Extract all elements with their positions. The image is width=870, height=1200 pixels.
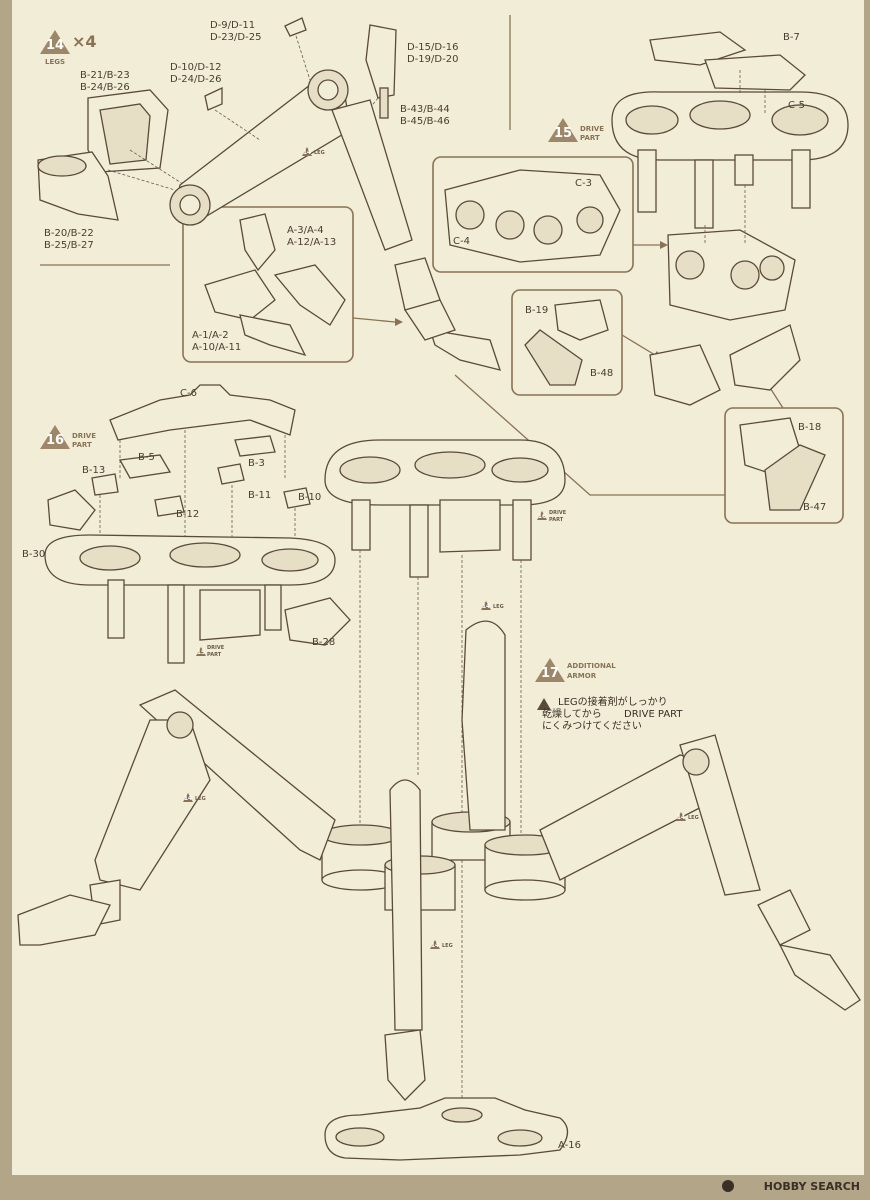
drive-tag-label-2: PART	[549, 517, 564, 523]
hobby-search-logo-icon	[722, 1180, 734, 1192]
part-label: A-16	[558, 1140, 581, 1151]
step-17-number: 17	[540, 666, 560, 681]
leg-tag-label: LEG	[195, 796, 206, 802]
part-label: C-6	[180, 388, 197, 399]
part-label: B-3	[248, 458, 265, 469]
step-14-number: 14	[45, 38, 65, 53]
step-14-badge	[40, 30, 70, 54]
leg-tag-label: LEG	[688, 815, 699, 821]
step-14-title: LEGS	[45, 58, 66, 66]
leg-tag-number: 14	[183, 795, 193, 802]
part-label: D-23/D-25	[210, 32, 262, 43]
drive-tag-label-2: PART	[207, 652, 222, 658]
part-label: B-12	[176, 509, 200, 520]
drive-tag-icon	[537, 511, 547, 520]
drive-tag-label: DRIVE	[207, 645, 225, 651]
drive-tag-number: 15	[196, 649, 206, 656]
part-label: D-9/D-11	[210, 20, 256, 31]
part-label: B-25/B-27	[44, 240, 94, 251]
part-label: A-10/A-11	[192, 342, 242, 353]
note-line-3: にくみつけてください	[542, 721, 642, 732]
step-17-title-2: ARMOR	[567, 672, 597, 680]
part-label: B-11	[248, 490, 272, 501]
step-17-badge	[535, 658, 565, 682]
leg-tag-icon	[481, 601, 491, 610]
instruction-sheet	[12, 0, 864, 1175]
leg-tag-number: 14	[676, 814, 686, 821]
note-line-2b: DRIVE PART	[624, 709, 683, 720]
part-label: B-19	[525, 305, 549, 316]
step-16-badge	[40, 425, 70, 449]
leg-tag-icon	[676, 812, 686, 821]
step-15-title-2: PART	[580, 134, 600, 142]
part-label: B-21/B-23	[80, 70, 130, 81]
leg-tag-label: LEG	[314, 150, 325, 156]
step-15-badge	[548, 118, 578, 142]
drive-tag-label: DRIVE	[549, 510, 567, 516]
step-16-title-2: PART	[72, 441, 92, 449]
step-17-title: ADDITIONAL	[567, 662, 616, 670]
part-label: B-43/B-44	[400, 104, 450, 115]
leg-tag-number: 14	[302, 149, 312, 156]
leg-tag-number: 14	[430, 942, 440, 949]
drive-tag-number: 16	[537, 513, 547, 520]
part-label: B-28	[312, 637, 336, 648]
part-label: D-19/D-20	[407, 54, 459, 65]
step-16-title: DRIVE	[72, 432, 97, 440]
watermark-brand: HOBBY SEARCH	[763, 1180, 860, 1193]
drive-tag-icon	[196, 647, 206, 656]
part-label: B-47	[803, 502, 827, 513]
part-label: A-1/A-2	[192, 330, 229, 341]
step-16-number: 16	[45, 433, 65, 448]
part-label: B-24/B-26	[80, 82, 130, 93]
part-label: B-10	[298, 492, 322, 503]
leg-tag-icon	[302, 147, 312, 156]
part-label: B-20/B-22	[44, 228, 94, 239]
note-line-1: LEGの接着剤がしっかり	[558, 697, 668, 708]
step-15-number: 15	[553, 126, 573, 141]
note-line-2a: 乾燥してから	[542, 709, 602, 720]
part-label: B-18	[798, 422, 822, 433]
leg-tag-label: LEG	[442, 943, 453, 949]
part-label: A-12/A-13	[287, 237, 337, 248]
part-label: D-10/D-12	[170, 62, 222, 73]
part-label: B-13	[82, 465, 106, 476]
part-label: B-45/B-46	[400, 116, 450, 127]
leg-tag-icon	[183, 793, 193, 802]
part-label: C-5	[788, 100, 805, 111]
leg-tag-icon	[430, 940, 440, 949]
leg-tag-number: 14	[481, 603, 491, 610]
part-label: D-15/D-16	[407, 42, 459, 53]
step-15-title: DRIVE	[580, 125, 605, 133]
part-label: B-5	[138, 452, 155, 463]
part-label: C-3	[575, 178, 592, 189]
leg-tag-label: LEG	[493, 604, 504, 610]
part-label: B-48	[590, 368, 614, 379]
part-label: A-3/A-4	[287, 225, 324, 236]
part-label: C-4	[453, 236, 470, 247]
step-14-multiplier: ×4	[72, 32, 97, 51]
part-label: D-24/D-26	[170, 74, 222, 85]
warning-icon	[537, 698, 551, 710]
part-label: B-30	[22, 549, 46, 560]
part-label: B-7	[783, 32, 800, 43]
